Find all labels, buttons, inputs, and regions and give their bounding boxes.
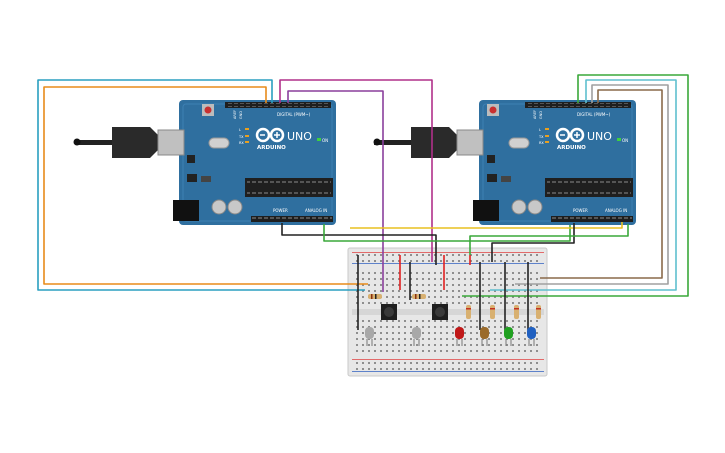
digital-pins-label: DIGITAL (PWM~) [277,112,311,117]
wire-orange [43,86,368,285]
digital-pins-label: DIGITAL (PWM~) [577,112,611,117]
wire-green-2 [462,74,689,297]
wire-magenta [279,79,433,262]
wire-gray [515,84,669,285]
led-icon [455,327,464,346]
rx-led-label: RX [239,141,244,145]
on-led-label: ON [322,138,328,143]
wire-green-1 [323,224,571,242]
led-icon [504,327,513,346]
tx-led-label: TX [538,135,544,139]
wire-black-1 [281,223,437,265]
gnd-label: GND [539,111,543,119]
led-icon [480,327,489,346]
pushbutton-icon[interactable] [432,304,448,320]
wire-teal [37,79,365,291]
arduino-logo-icon [255,127,285,143]
resistor-icon [368,294,382,299]
resistor-icon [490,305,495,319]
board-brand-label: ARDUINO [257,145,286,151]
arduino-logo-icon [555,127,585,143]
aref-label: AREF [233,110,237,119]
resistors [368,294,541,319]
wire-black-2 [491,223,575,262]
l-led-label: L [239,128,241,132]
board-model-label: UNO [287,130,312,143]
tx-led-label: TX [238,135,244,139]
board-brand-label: ARDUINO [557,145,586,151]
pushbutton-icon[interactable] [381,304,397,320]
led-icon [412,327,421,346]
led-icon [365,327,374,346]
wire-green-3 [469,224,629,255]
power-label: POWER [573,208,588,213]
aref-label: AREF [533,110,537,119]
wire-purple [287,90,384,292]
resistor-icon [514,305,519,319]
wire-yellow [350,222,623,229]
led-icon [527,327,536,346]
wires [37,74,689,330]
rx-led-label: RX [539,141,544,145]
arduino-uno-board-2: UNO ARDUINO DIGITAL (PWM~) AREF GND L TX… [473,100,636,225]
analog-label: ANALOG IN [605,208,627,213]
resistor-icon [536,305,541,319]
leds [365,327,536,346]
gnd-label: GND [239,111,243,119]
power-label: POWER [273,208,288,213]
wire-brown [540,89,663,279]
resistor-icon [466,305,471,319]
wire-light-teal [490,79,677,291]
board-model-label: UNO [587,130,612,143]
usb-cable-icon [73,127,185,158]
on-led-label: ON [622,138,628,143]
arduino-uno-board-1: UNO ARDUINO DIGITAL (PWM~) AREF GND L TX… [173,100,336,225]
resistor-icon [412,294,426,299]
usb-cable-icon [373,127,484,158]
l-led-label: L [539,128,541,132]
analog-label: ANALOG IN [305,208,327,213]
